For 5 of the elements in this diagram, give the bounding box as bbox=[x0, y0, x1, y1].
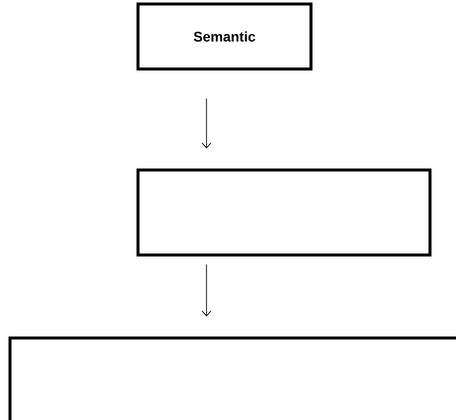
arrow bbox=[202, 264, 212, 316]
empty-box bbox=[136, 168, 432, 256]
empty-box bbox=[8, 336, 456, 420]
arrow bbox=[202, 98, 212, 148]
text-box: Semantic bbox=[136, 2, 312, 70]
